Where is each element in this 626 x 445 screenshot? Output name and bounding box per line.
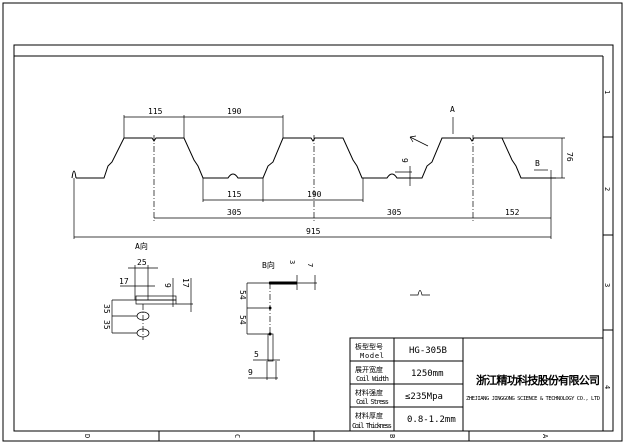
row-label-cn: 板型型号 [355,342,383,351]
dim-label: 17 [119,277,129,286]
row-label: 4 [603,385,611,389]
title-block: 板型型号 Model HG-305B 展开宽度 Coil Width 1250m… [349,337,604,432]
dim-label: 5 [254,350,259,359]
view-b-marker: B [535,159,540,168]
detail-a: A向 25 17 9 17 35 35 [102,241,193,340]
detail-b: B向 3 7 54 54 5 9 [238,260,317,380]
dim-pitch-305: 305 [227,208,242,217]
title-row-stress: 材料强度 Coil Stress ≤235Mpa [355,388,443,406]
profile-outline [76,137,556,179]
dim-label: 35 [102,320,111,330]
row-value: ≤235Mpa [405,392,443,402]
view-a-marker: A [450,105,455,114]
detail-b-title: B向 [262,260,275,270]
arrow-icon [409,135,429,147]
row-label-en: Coil Thickness [352,422,392,430]
detail-a-title: A向 [135,241,148,251]
dim-label: 9 [163,283,172,288]
company-name-en: ZHEJIANG JINGGONG SCIENCE & TECHNOLOGY C… [466,396,600,402]
dim-label: 17 [181,278,190,288]
title-row-thickness: 材料厚度 Coil Thickness 0.8-1.2mm [352,411,456,430]
dim-pitch-152: 152 [505,208,520,217]
dim-label: 54 [238,315,247,325]
col-label: B [388,434,396,438]
row-value: HG-305B [409,346,447,356]
row-label-cn: 材料强度 [355,388,383,397]
dim-bottom-190: 190 [307,190,322,199]
dim-pitch-305: 305 [387,208,402,217]
row-label-cn: 展开宽度 [355,365,383,374]
dimensions: 115 190 115 190 305 305 152 915 76 9 [73,107,574,239]
company-name-cn: 浙江精功科技股份有限公司 [476,373,600,387]
dim-label: 35 [102,304,111,314]
row-label-en: Coil Stress [356,398,389,406]
row-label-cn: 材料厚度 [355,411,383,420]
edge-hook [71,170,77,179]
row-label-en: Coil Width [356,375,389,383]
title-row-width: 展开宽度 Coil Width 1250mm [355,365,444,383]
dim-label: 3 [288,260,296,264]
col-label: A [541,434,549,439]
rib-symbol-icon [410,290,430,296]
dim-label: 9 [248,368,253,377]
row-label: 3 [603,283,611,287]
dim-bottom-115: 115 [227,190,242,199]
row-label-en: Model [360,352,384,360]
dim-top-115: 115 [148,107,163,116]
dim-height-76: 76 [565,152,574,162]
dim-top-190: 190 [227,107,242,116]
col-label: D [83,434,91,438]
row-label: 1 [603,90,611,94]
row-label: 2 [603,187,611,191]
deck-profile: 115 190 115 190 305 305 152 915 76 9 A B [71,105,574,239]
dim-label: 25 [137,258,147,267]
col-label: C [233,434,241,438]
dim-label: 7 [306,263,314,267]
row-value: 0.8-1.2mm [407,415,456,425]
dim-rib-9: 9 [400,158,409,163]
row-value: 1250mm [411,369,444,379]
dim-label: 54 [238,290,247,300]
title-row-model: 板型型号 Model HG-305B [355,342,447,360]
dim-total-915: 915 [306,227,321,236]
